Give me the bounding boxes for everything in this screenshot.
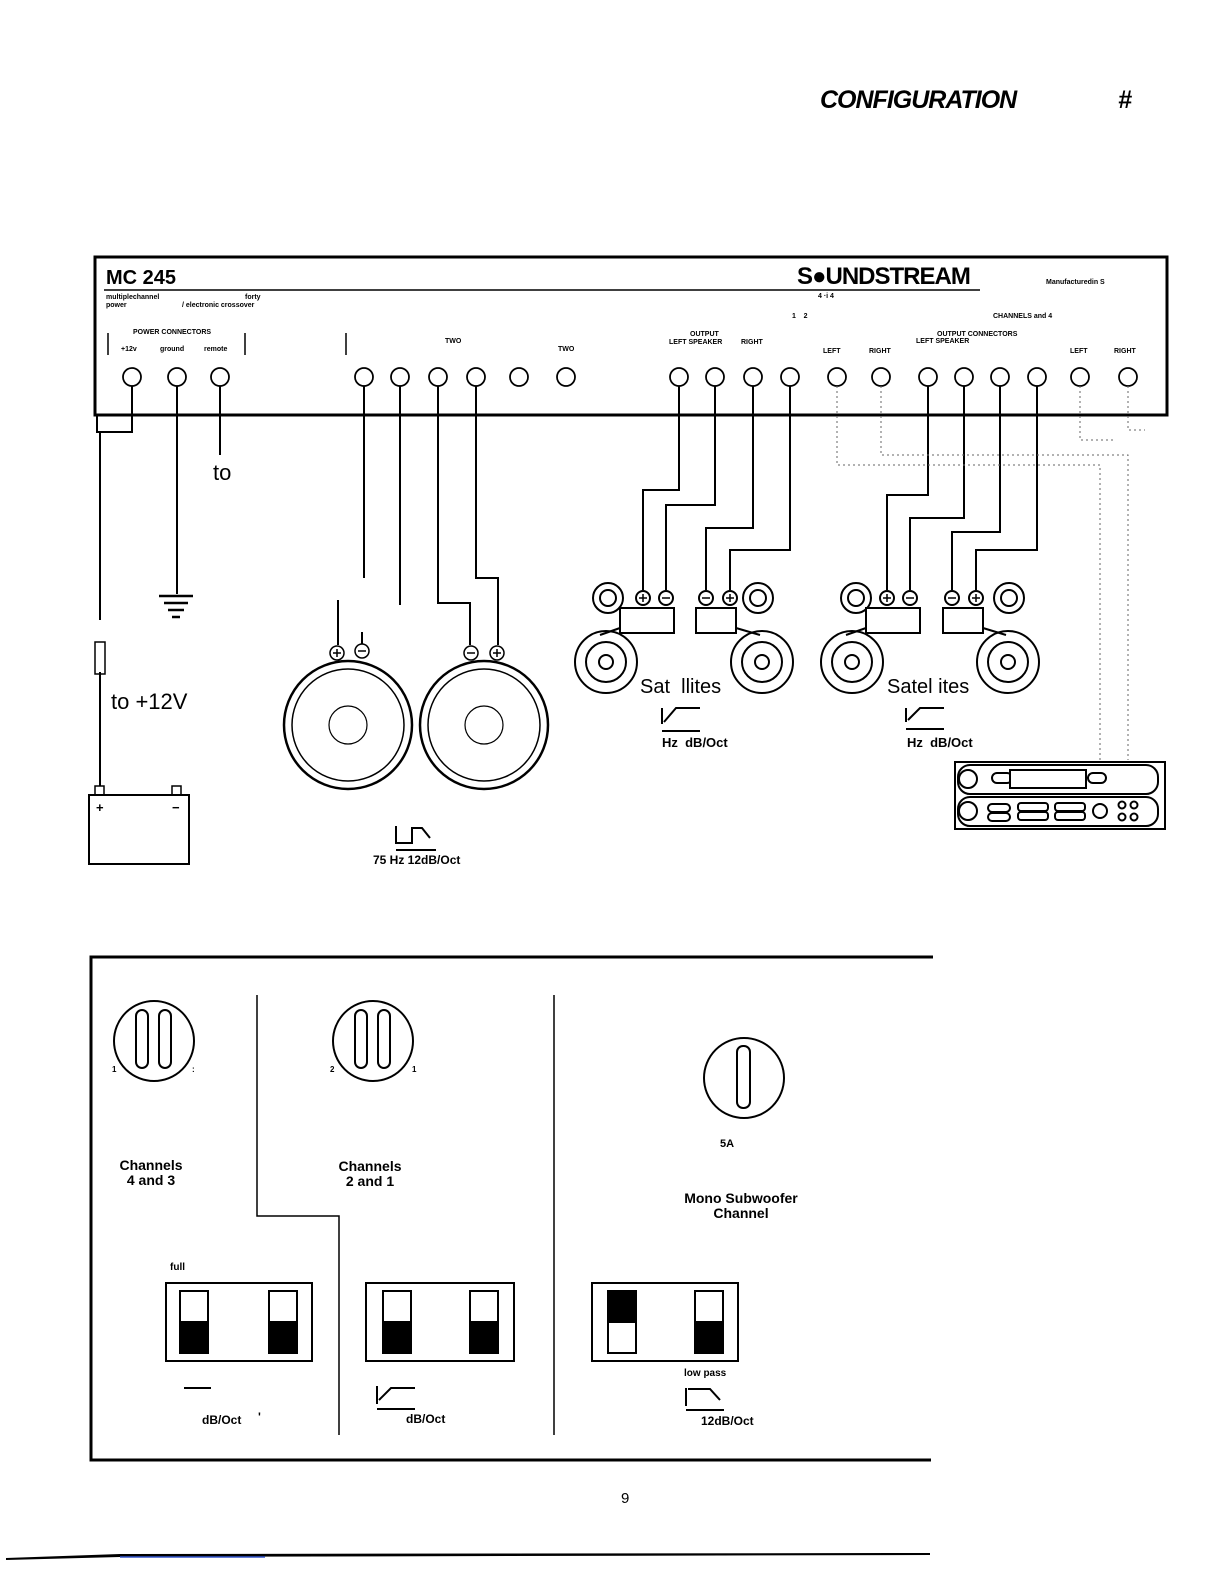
lowpass-icon	[395, 826, 431, 844]
mono-title: Mono Subwoofer Channel	[660, 1191, 822, 1221]
lowpass-icon-2	[685, 1388, 724, 1411]
amp-model: MC 245	[106, 267, 177, 289]
left-speaker-label: LEFT SPEAKER	[669, 339, 723, 346]
satellite-set-2-icon	[820, 582, 1040, 694]
channel-numbers: 1 2	[792, 313, 808, 320]
knob2-right-tick: 1	[412, 1065, 417, 1074]
low-pass-label: low pass	[684, 1368, 727, 1379]
left-label: LEFT	[823, 348, 841, 355]
subwoofer-right-icon	[418, 659, 550, 791]
terminal-ground	[167, 367, 187, 387]
to-12v-label: to +12V	[111, 689, 188, 714]
head-unit-icon	[954, 761, 1166, 830]
satellites-label-2: Satel ites	[887, 676, 970, 698]
dip-switch-ch21	[365, 1282, 515, 1362]
ch21-line-b: 2 and 1	[345, 1173, 395, 1189]
ch43-line-a: Channels	[119, 1157, 183, 1173]
dboct-label-1: dB/Oct	[202, 1413, 242, 1427]
sat-filter-label-2: Hz dB/Oct	[907, 735, 973, 750]
knob-mono-icon	[703, 1037, 785, 1119]
amp-desc-2b: / electronic crossover	[182, 302, 255, 309]
two-label-a: TWO	[445, 338, 462, 345]
manufactured-label: Manufacturedin S	[1046, 279, 1105, 286]
full-label: full	[170, 1262, 185, 1273]
amp-desc-2a: power	[106, 302, 127, 309]
svg-text:−: −	[172, 800, 180, 815]
ch43-title: Channels 4 and 3	[96, 1158, 206, 1188]
ch21-title: Channels 2 and 1	[315, 1159, 425, 1189]
battery-icon	[88, 794, 190, 865]
left-speaker-label-2: LEFT SPEAKER	[916, 338, 970, 345]
knob-value: 5A	[720, 1138, 735, 1150]
left-label-3: LEFT	[1070, 348, 1088, 355]
scan-edge-line	[6, 1553, 930, 1560]
dboct-label-3: 12dB/Oct	[701, 1414, 754, 1428]
dboct-label-2: dB/Oct	[406, 1412, 446, 1426]
terminal-remote	[210, 367, 230, 387]
subwoofer-left-icon	[282, 659, 414, 791]
dip-switch-ch43	[165, 1282, 313, 1362]
to-remote-label: to	[213, 460, 232, 485]
knob2-left-tick: 2	[330, 1065, 335, 1074]
brand-logo: S●UNDSTREAM	[797, 263, 971, 290]
svg-text:+: +	[96, 800, 104, 815]
term-ground-label: ground	[160, 346, 185, 353]
tick-mark: '	[258, 1410, 261, 1424]
amplifier-panel	[93, 255, 1169, 417]
heading-hash: #	[1118, 86, 1132, 114]
ground-icon	[159, 594, 193, 619]
knob-ch43-icon	[113, 1000, 195, 1082]
amp-desc-1b: forty	[245, 294, 261, 301]
ch43-line-b: 4 and 3	[126, 1172, 176, 1188]
satellite-set-1-icon	[574, 582, 794, 694]
wiring-diagram: + −	[88, 255, 1169, 865]
channels-and-4: CHANNELS and 4	[993, 313, 1053, 320]
amp-desc-1a: multiplechannel	[106, 294, 160, 301]
term-remote-label: remote	[204, 346, 228, 353]
mono-line-b: Channel	[713, 1205, 769, 1221]
page-number: 9	[621, 1490, 630, 1507]
satellites-label-1: Sat llites	[640, 676, 722, 698]
amp-dots: 4 ·i 4	[818, 293, 834, 300]
right-label-2: RIGHT	[869, 348, 891, 355]
page-heading: CONFIGURATION	[820, 86, 1017, 114]
terminal-row	[122, 367, 1138, 387]
terminal-12v	[122, 367, 142, 387]
sat-filter-label-1: Hz dB/Oct	[662, 735, 728, 750]
highpass-icon	[376, 1386, 415, 1410]
settings-panel	[89, 955, 933, 1462]
dip-switch-mono	[591, 1282, 739, 1362]
power-connectors-label: POWER CONNECTORS	[133, 329, 212, 336]
two-label-b: TWO	[558, 346, 575, 353]
right-label: RIGHT	[741, 339, 763, 346]
knob1-left-tick: 1	[112, 1065, 117, 1074]
knob1-right-tick: :	[192, 1065, 195, 1074]
sub-filter-label: 75 Hz 12dB/Oct	[373, 853, 461, 867]
ch21-line-a: Channels	[338, 1158, 402, 1174]
output-label: OUTPUT	[690, 331, 719, 338]
mono-line-a: Mono Subwoofer	[684, 1190, 798, 1206]
term-12v-label: +12v	[121, 346, 137, 353]
right-label-3: RIGHT	[1114, 348, 1136, 355]
knob-ch21-icon	[332, 1000, 414, 1082]
output-connectors-label: OUTPUT CONNECTORS	[937, 331, 1018, 338]
